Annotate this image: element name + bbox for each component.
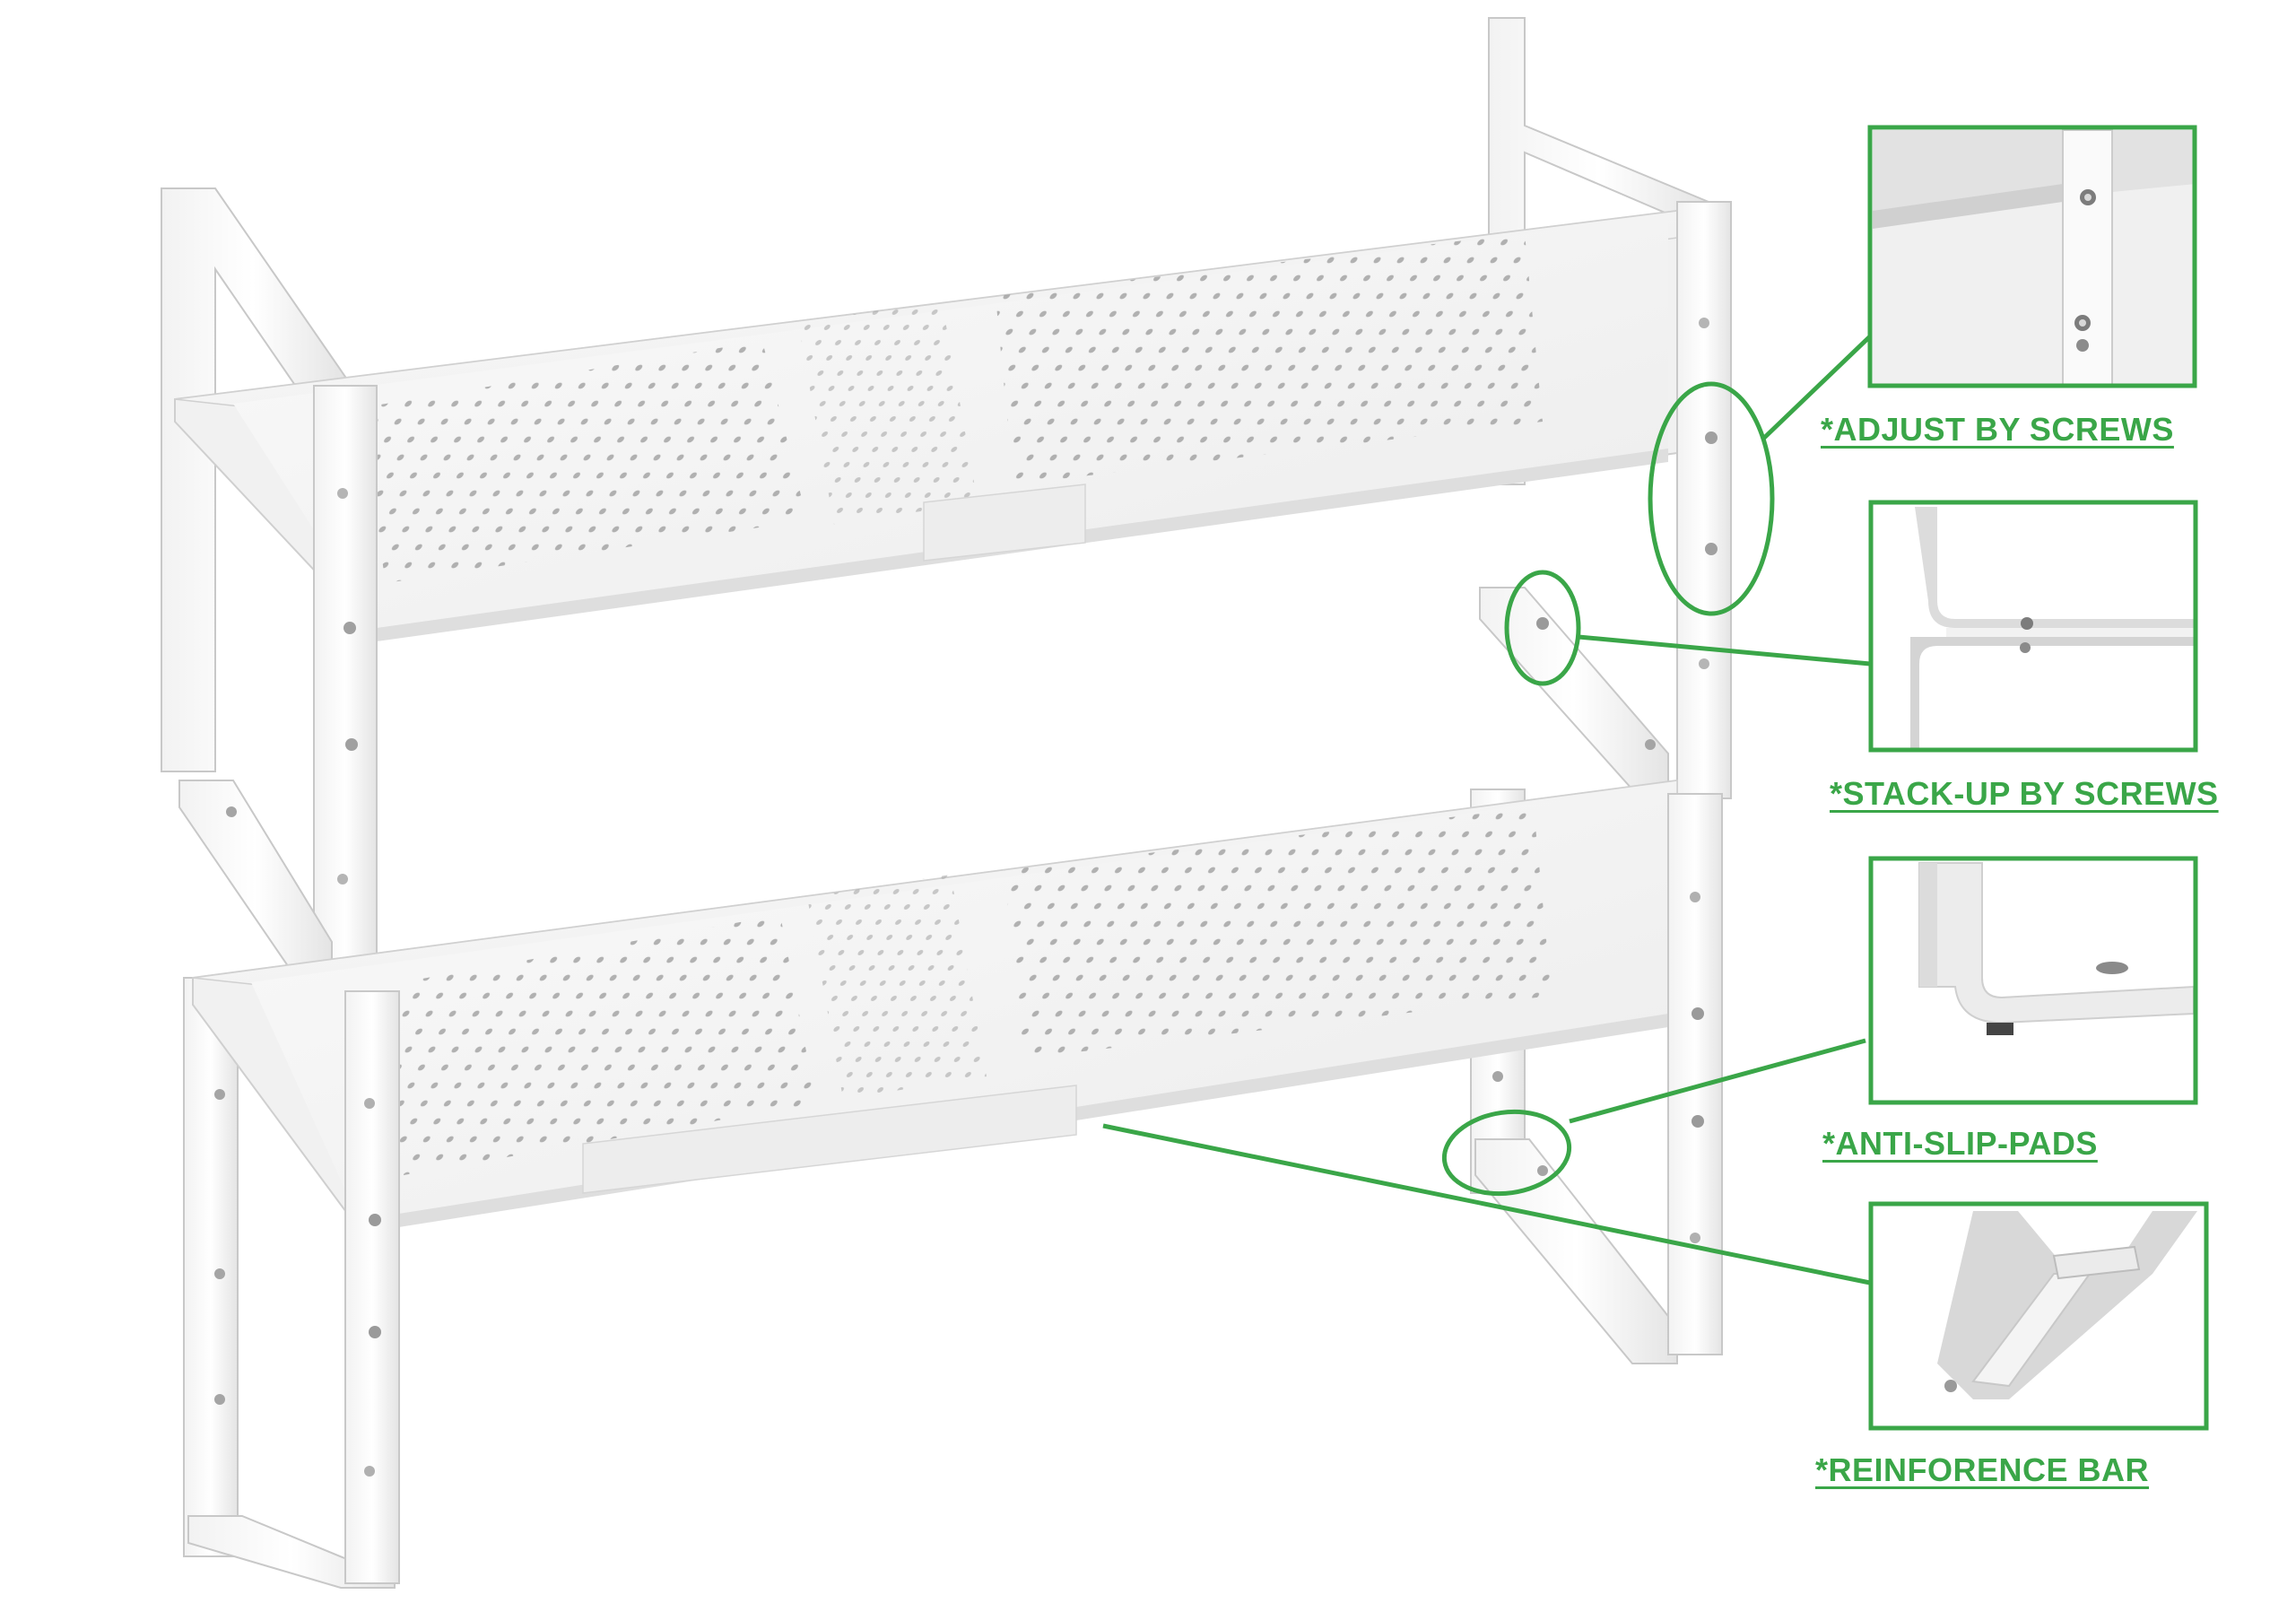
feature-label-adjust-by-screws: *ADJUST BY SCREWS	[1821, 411, 2174, 448]
leader-line-stackup	[1578, 634, 1871, 667]
callout-annotations	[1102, 335, 1872, 1285]
front-right-frame-upper	[1676, 201, 1732, 799]
leader-line-adjust	[1761, 335, 1872, 441]
feature-label-anti-slip-pads: *ANTI-SLIP-PADS	[1822, 1125, 2098, 1162]
shelf-rack-illustration	[161, 17, 1732, 1589]
feature-label-stack-up-by-screws: *STACK-UP BY SCREWS	[1830, 775, 2219, 812]
upper-shelf	[174, 209, 1678, 641]
front-left-frame-upper	[313, 385, 378, 992]
reinforcement-bar-detail	[1873, 1207, 2205, 1426]
callout-ellipse-adjust	[1648, 381, 1775, 616]
detail-frame-adjust	[1867, 125, 2197, 388]
detail-frame-antislip	[1868, 856, 2198, 1105]
detail-frame-stackup	[1868, 500, 2198, 753]
anti-slip-pad-detail	[1873, 861, 2196, 1102]
callout-ellipse-antislip	[1441, 1109, 1572, 1197]
feature-label-reinforence-bar: *REINFORENCE BAR	[1815, 1451, 2150, 1488]
stacking-screw-detail	[1873, 504, 2194, 748]
shelf-corner-screws-detail	[1870, 126, 2196, 387]
callout-ellipse-stackup	[1504, 570, 1581, 686]
detail-frame-reinforce	[1868, 1201, 2209, 1431]
leader-line-reinforce	[1102, 1123, 1871, 1285]
lower-shelf	[192, 779, 1678, 1233]
leader-line-antislip	[1569, 1038, 1866, 1124]
lower-front-frames	[344, 793, 1723, 1584]
